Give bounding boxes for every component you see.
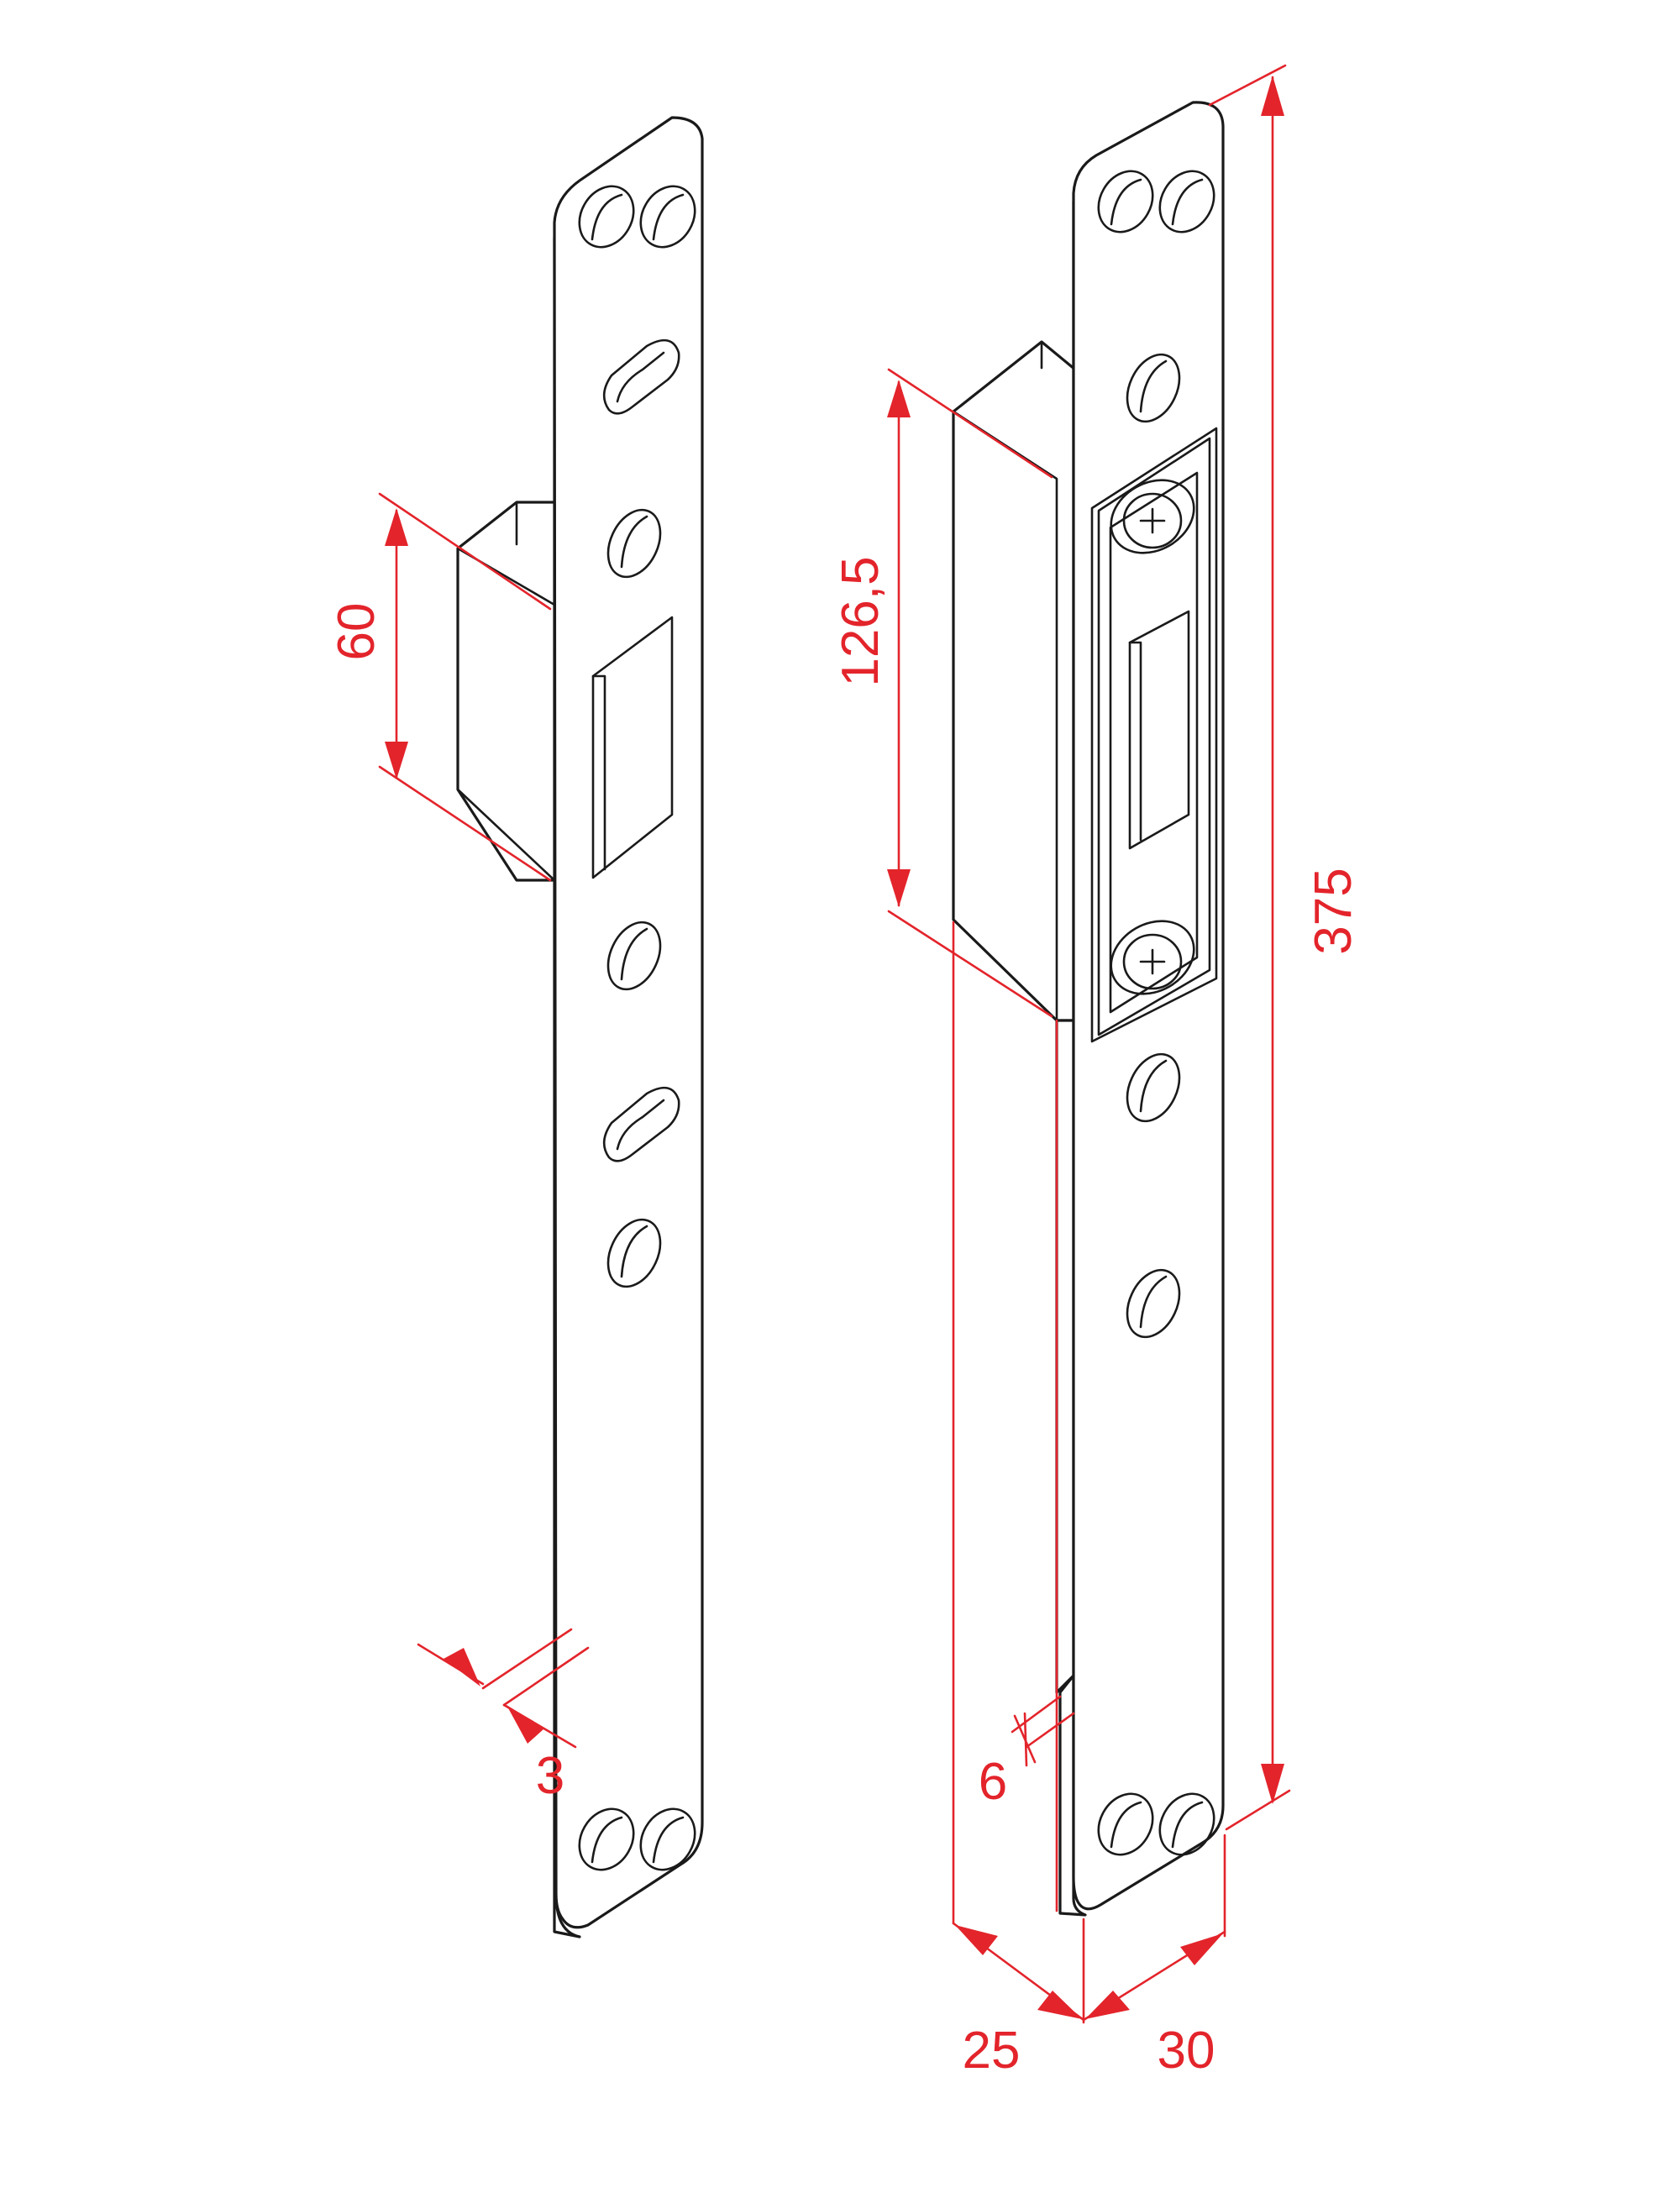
left-round-hole-1 (606, 508, 662, 579)
right-round-hole-2 (1126, 1052, 1181, 1123)
left-keeper-box (456, 501, 556, 882)
right-round-hole-1 (1126, 353, 1181, 423)
left-plate-face (553, 116, 704, 1929)
left-slot-hole-upper (602, 338, 680, 415)
left-round-hole-3 (606, 1218, 662, 1288)
dimension-left-height: 60 (328, 492, 552, 882)
screw-upper (1110, 479, 1195, 554)
left-bolt-opening (591, 616, 674, 879)
screw-lower (1110, 920, 1195, 995)
dimension-right-length: 375 (1208, 64, 1362, 1831)
left-top-holes (578, 185, 696, 249)
dimension-right-offset: 6 (979, 1695, 1075, 1811)
right-keeper-box (952, 340, 1077, 1022)
dimension-label-30: 30 (1158, 2022, 1215, 2080)
dimension-label-6: 6 (979, 1753, 1007, 1811)
dimension-label-60: 60 (328, 603, 386, 661)
right-keeper-insert (1090, 427, 1218, 1043)
dimension-label-3: 3 (536, 1747, 564, 1805)
right-round-hole-3 (1126, 1268, 1181, 1339)
left-bottom-holes (578, 1807, 696, 1871)
dimension-layer: 60 3 126,5 375 (328, 64, 1362, 2080)
left-slot-hole-lower (602, 1086, 680, 1162)
dimension-right-depth-width: 25 30 (952, 921, 1226, 2080)
right-strike-plate (952, 101, 1225, 1917)
right-bottom-holes (1097, 1792, 1215, 1856)
dimension-label-25: 25 (963, 2022, 1021, 2080)
dimension-label-126-5: 126,5 (832, 556, 890, 686)
dimension-label-375: 375 (1305, 868, 1362, 954)
dimension-right-height: 126,5 (832, 368, 1053, 1018)
dimension-left-thickness: 3 (417, 1628, 590, 1805)
right-top-holes (1097, 170, 1215, 233)
left-round-hole-2 (606, 921, 662, 991)
left-strike-plate (456, 116, 704, 1938)
